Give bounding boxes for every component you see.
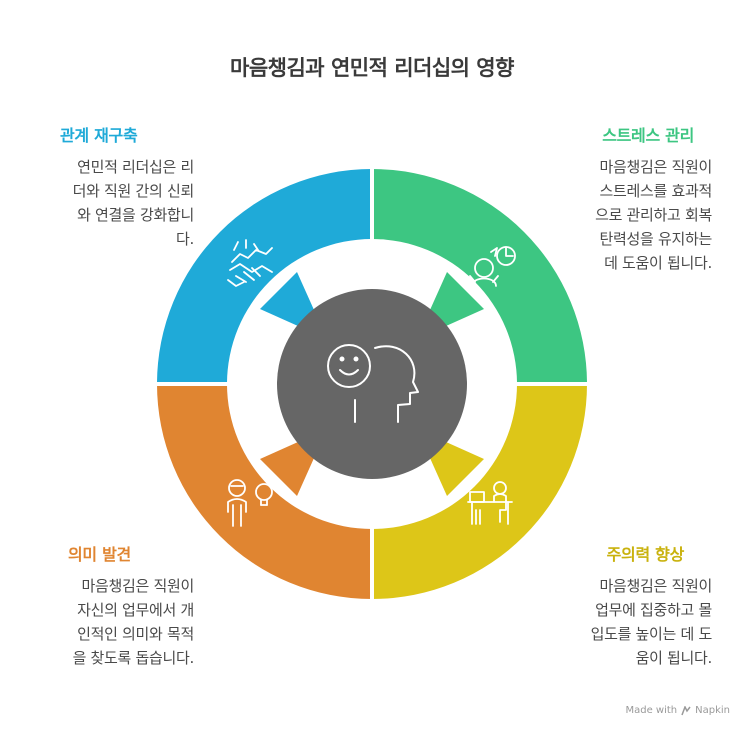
description-line: 탄력성을 유지하는 — [599, 230, 713, 248]
segment-top-left — [157, 169, 372, 384]
description-line: 와 연결을 강화합니 — [77, 206, 194, 224]
handshake-icon — [227, 239, 273, 287]
description-line: 입도를 높이는 데 도 — [590, 625, 713, 643]
description-line: 마음챙김은 직원이 — [81, 577, 195, 595]
description-line: 더와 직원 간의 신뢰 — [72, 182, 195, 200]
segment-bottom-left — [157, 384, 372, 599]
description-line: 다. — [176, 230, 194, 248]
description-line: 을 찾도록 돕습니다. — [72, 649, 195, 667]
description-line: 스트레스를 효과적 — [599, 182, 713, 200]
description-line: 마음챙김은 직원이 — [599, 577, 713, 595]
page-title: 마음챙김과 연민적 리더십의 영향 — [230, 56, 514, 80]
description-line: 업무에 집중하고 몰 — [595, 601, 712, 619]
description-line: 으로 관리하고 회복 — [595, 206, 712, 224]
description-line: 움이 됩니다. — [635, 649, 713, 667]
made-with-footer: Made with Napkin — [625, 705, 730, 716]
person-idea-icon — [227, 479, 273, 527]
footer-brand: Napkin — [695, 705, 730, 716]
person-at-desk-icon — [467, 481, 513, 525]
napkin-logo-icon — [681, 705, 691, 715]
heading-relationship-rebuild: 관계 재구축 — [60, 126, 138, 145]
stressed-person-icon — [469, 246, 516, 287]
description-line: 자신의 업무에서 개 — [77, 601, 194, 619]
heading-stress-management: 스트레스 관리 — [602, 126, 694, 145]
description-line: 마음챙김은 직원이 — [599, 158, 713, 176]
footer-text: Made with — [625, 705, 678, 716]
heading-attention-improvement: 주의력 향상 — [606, 545, 685, 564]
center-circle — [277, 289, 467, 479]
description-line: 데 도움이 됩니다. — [604, 254, 712, 272]
mindful-head-icon — [327, 344, 419, 423]
heading-finding-meaning: 의미 발견 — [68, 545, 131, 564]
description-line: 인적인 의미와 목적 — [77, 625, 194, 643]
description-line: 연민적 리더십은 리 — [77, 158, 194, 176]
